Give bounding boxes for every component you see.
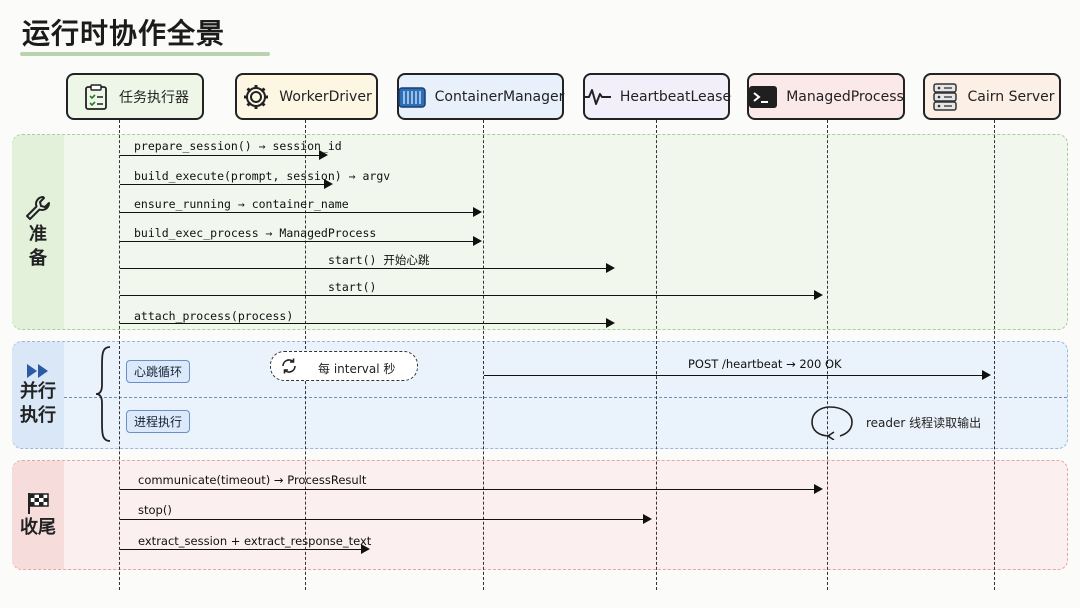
clipboard-icon xyxy=(81,82,111,112)
actor-container-manager: ContainerManager xyxy=(397,73,564,120)
actor-name: Cairn Server xyxy=(967,88,1055,105)
phase-prepare-label: 准 备 xyxy=(12,135,64,329)
lifeline-cairn-server xyxy=(994,120,995,590)
phase-finish-label: 收尾 xyxy=(12,461,64,569)
message-arrow xyxy=(120,484,823,494)
message-arrow xyxy=(120,290,823,300)
checkered-flag-icon xyxy=(28,493,49,514)
actor-name: ManagedProcess xyxy=(786,88,904,105)
container-icon xyxy=(397,82,427,112)
message-label: POST /heartbeat → 200 OK xyxy=(688,357,842,371)
message-arrow xyxy=(120,544,370,554)
message-label: extract_session + extract_response_text xyxy=(138,534,372,548)
phase-finish xyxy=(12,460,1068,570)
refresh-icon xyxy=(282,358,296,374)
phase-prepare-label-1: 准 xyxy=(29,224,47,245)
gear-icon xyxy=(241,82,271,112)
actor-name: WorkerDriver xyxy=(279,88,372,105)
phase-parallel-label-2: 执行 xyxy=(20,405,56,426)
interval-loop-box xyxy=(270,351,418,381)
actor-name: 任务执行器 xyxy=(119,89,189,106)
actor-cairn-server: Cairn Server xyxy=(923,73,1061,120)
lifeline-managed-process xyxy=(827,120,828,590)
phase-parallel-label-1: 并行 xyxy=(20,381,56,402)
phase-finish-label-1: 收尾 xyxy=(20,517,56,538)
heartbeat-loop-tag: 心跳循环 xyxy=(126,360,191,383)
message-arrow xyxy=(120,150,328,160)
parallel-divider xyxy=(64,397,1067,398)
title-underline xyxy=(20,52,270,56)
message-arrow xyxy=(120,207,482,217)
terminal-icon xyxy=(748,82,778,112)
message-arrow xyxy=(120,179,333,189)
message-arrow xyxy=(484,370,991,380)
pulse-icon xyxy=(582,82,612,112)
server-icon xyxy=(930,82,960,112)
message-label: start() xyxy=(328,280,377,294)
actor-name: ContainerManager xyxy=(434,88,565,105)
message-label: start() 开始心跳 xyxy=(328,253,430,267)
message-arrow xyxy=(120,263,615,273)
message-label: communicate(timeout) → ProcessResult xyxy=(138,473,367,487)
reader-thread-note: reader 线程读取输出 xyxy=(866,416,982,430)
message-label: stop() xyxy=(138,503,172,517)
interval-note: 每 interval 秒 xyxy=(318,362,396,376)
process-execution-tag: 进程执行 xyxy=(126,410,191,433)
message-label: attach_process(process) xyxy=(134,309,294,323)
message-arrow xyxy=(120,236,482,246)
phase-parallel-label: 并行 执行 xyxy=(12,342,64,448)
actor-managed-process: ManagedProcess xyxy=(747,73,905,120)
lifeline-task-executor xyxy=(119,120,120,590)
message-label: prepare_session() → session_id xyxy=(134,139,342,153)
phase-prepare xyxy=(12,134,1068,330)
reader-loop-icon xyxy=(811,406,853,440)
lifeline-container-manager xyxy=(483,120,484,590)
page-title: 运行时协作全景 xyxy=(22,17,226,50)
fast-forward-icon xyxy=(27,364,48,378)
wrench-icon xyxy=(26,196,50,220)
phase-prepare-label-2: 备 xyxy=(29,248,47,269)
parallel-brace xyxy=(95,346,111,442)
actor-name: HeartbeatLease xyxy=(619,88,732,105)
actor-heartbeat-lease: HeartbeatLease xyxy=(582,73,732,120)
message-label: build_execute(prompt, session) → argv xyxy=(134,169,391,183)
lifeline-heartbeat-lease xyxy=(656,120,657,590)
actor-worker-driver: WorkerDriver xyxy=(235,73,378,120)
message-label: build_exec_process → ManagedProcess xyxy=(134,226,377,240)
message-label: ensure_running → container_name xyxy=(134,197,349,211)
actor-task-executor: 任务执行器 xyxy=(66,73,204,120)
message-arrow xyxy=(120,514,652,524)
message-arrow xyxy=(120,318,615,328)
